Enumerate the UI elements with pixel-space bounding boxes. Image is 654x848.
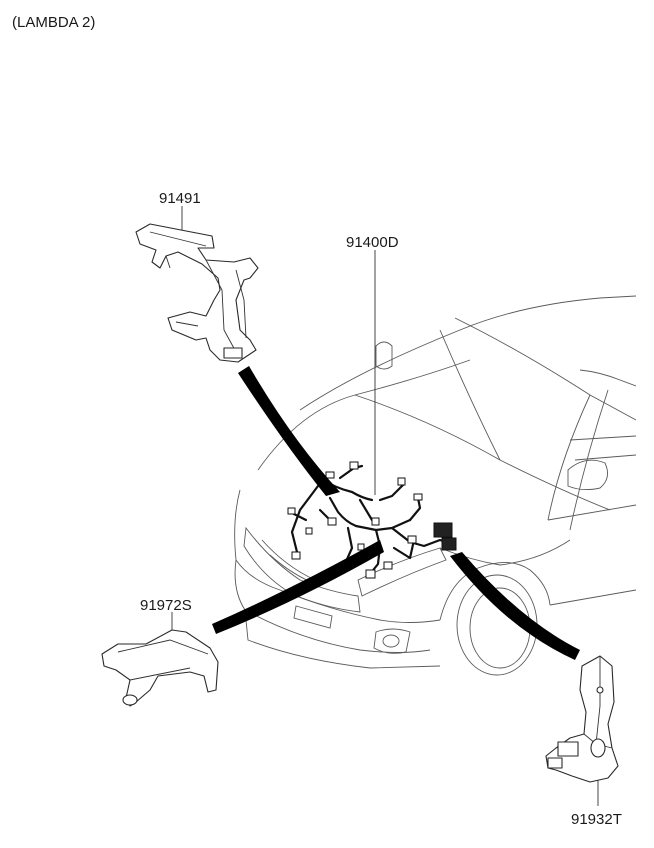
main-harness-91400d [287,461,457,579]
part-91972s-protector [101,629,219,707]
callout-wedge-91491 [238,366,340,496]
engine-variant-label: (LAMBDA 2) [12,14,96,31]
part-number-91400d: 91400D [346,234,399,251]
vehicle-outline [234,295,637,676]
part-number-91932t: 91932T [571,811,622,828]
part-91932t-bracket [545,655,619,783]
part-91491-protector [135,223,259,363]
callout-wedge-91972s [212,540,384,634]
callout-wedge-91932t [450,552,580,660]
part-number-91491: 91491 [159,190,201,207]
part-number-91972s: 91972S [140,597,192,614]
